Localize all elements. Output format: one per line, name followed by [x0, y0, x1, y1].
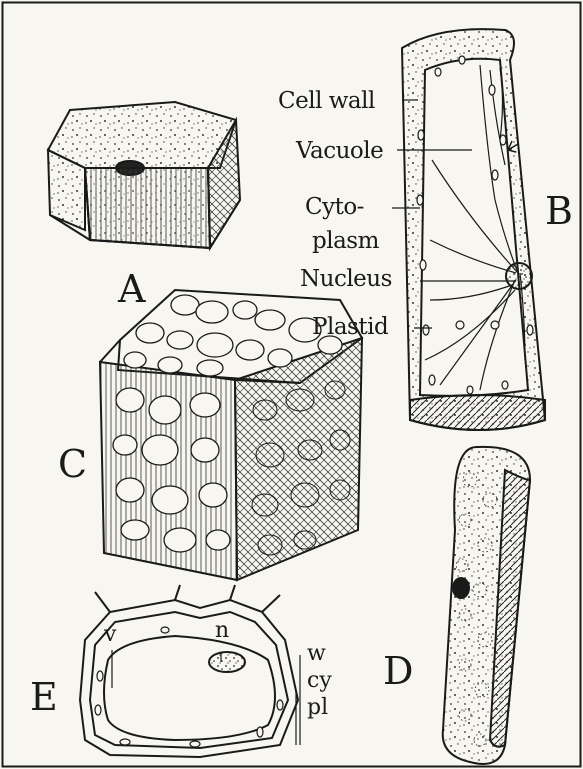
cell-a-drawing: [48, 102, 240, 248]
panel-label-b: B: [545, 192, 573, 230]
label-w: w: [307, 643, 326, 665]
label-nucleus: Nucleus: [300, 268, 392, 291]
panel-label-d: D: [383, 652, 413, 690]
panel-label-c: C: [58, 445, 87, 483]
panel-label-e: E: [30, 678, 58, 716]
label-cell-wall: Cell wall: [278, 90, 375, 113]
panel-label-a: A: [118, 270, 145, 308]
label-cytoplasm-line1: Cyto-: [305, 196, 364, 219]
label-plastid: Plastid: [312, 316, 388, 339]
label-pl: pl: [307, 697, 328, 719]
label-v: v: [104, 624, 116, 646]
label-cy: cy: [307, 670, 332, 692]
cell-d-drawing: [443, 447, 530, 764]
label-vacuole: Vacuole: [296, 140, 383, 163]
label-cytoplasm-line2: plasm: [312, 230, 379, 253]
label-n: n: [215, 620, 229, 642]
cell-e-drawing: [80, 585, 300, 757]
cell-b-drawing: [392, 29, 545, 430]
